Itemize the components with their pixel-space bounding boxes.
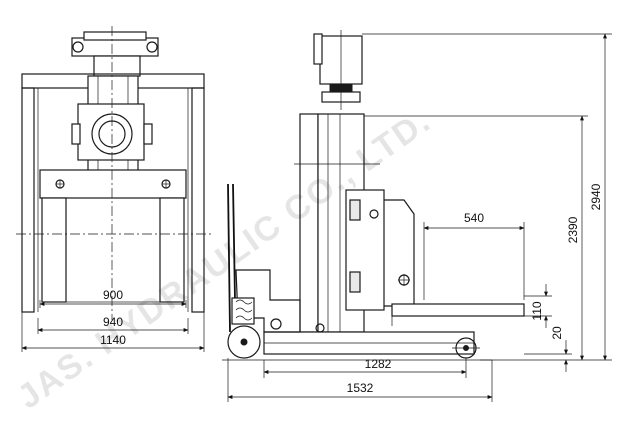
dim-label-540: 540 (464, 211, 484, 225)
front-view: 900 940 1140 (16, 26, 212, 352)
dim-2940: 2940 (362, 33, 612, 361)
dim-1282: 1282 (263, 357, 467, 378)
front-right-post (191, 87, 205, 313)
side-view: 540 2940 2390 110 20 (222, 30, 612, 402)
dim-label-1532: 1532 (347, 381, 374, 395)
side-carriage (345, 189, 415, 311)
front-forks (41, 197, 185, 303)
dim-20: 20 (524, 326, 572, 372)
dim-540: 540 (423, 211, 525, 300)
dim-label-110: 110 (530, 301, 544, 320)
dim-label-1282: 1282 (365, 357, 392, 371)
side-hand-pallet-truck (227, 183, 325, 359)
front-motor (71, 31, 159, 77)
dim-label-940: 940 (103, 315, 123, 329)
dim-label-900: 900 (103, 288, 123, 302)
side-fork (391, 303, 525, 326)
dim-label-2390: 2390 (566, 216, 580, 243)
dim-2390: 2390 (364, 115, 588, 361)
side-motor (313, 30, 363, 110)
front-gear-unit (71, 103, 153, 161)
dim-110: 110 (524, 284, 552, 328)
dim-label-2940: 2940 (589, 183, 603, 210)
dim-label-1140: 1140 (100, 333, 126, 347)
dim-label-20: 20 (550, 326, 564, 340)
dim-1532: 1532 (227, 358, 493, 402)
dim-940: 940 (37, 315, 189, 334)
dim-900: 900 (39, 288, 187, 308)
dim-1140: 1140 (21, 312, 205, 352)
side-base (263, 331, 480, 359)
front-carriage (39, 169, 187, 199)
front-left-post (21, 87, 35, 313)
